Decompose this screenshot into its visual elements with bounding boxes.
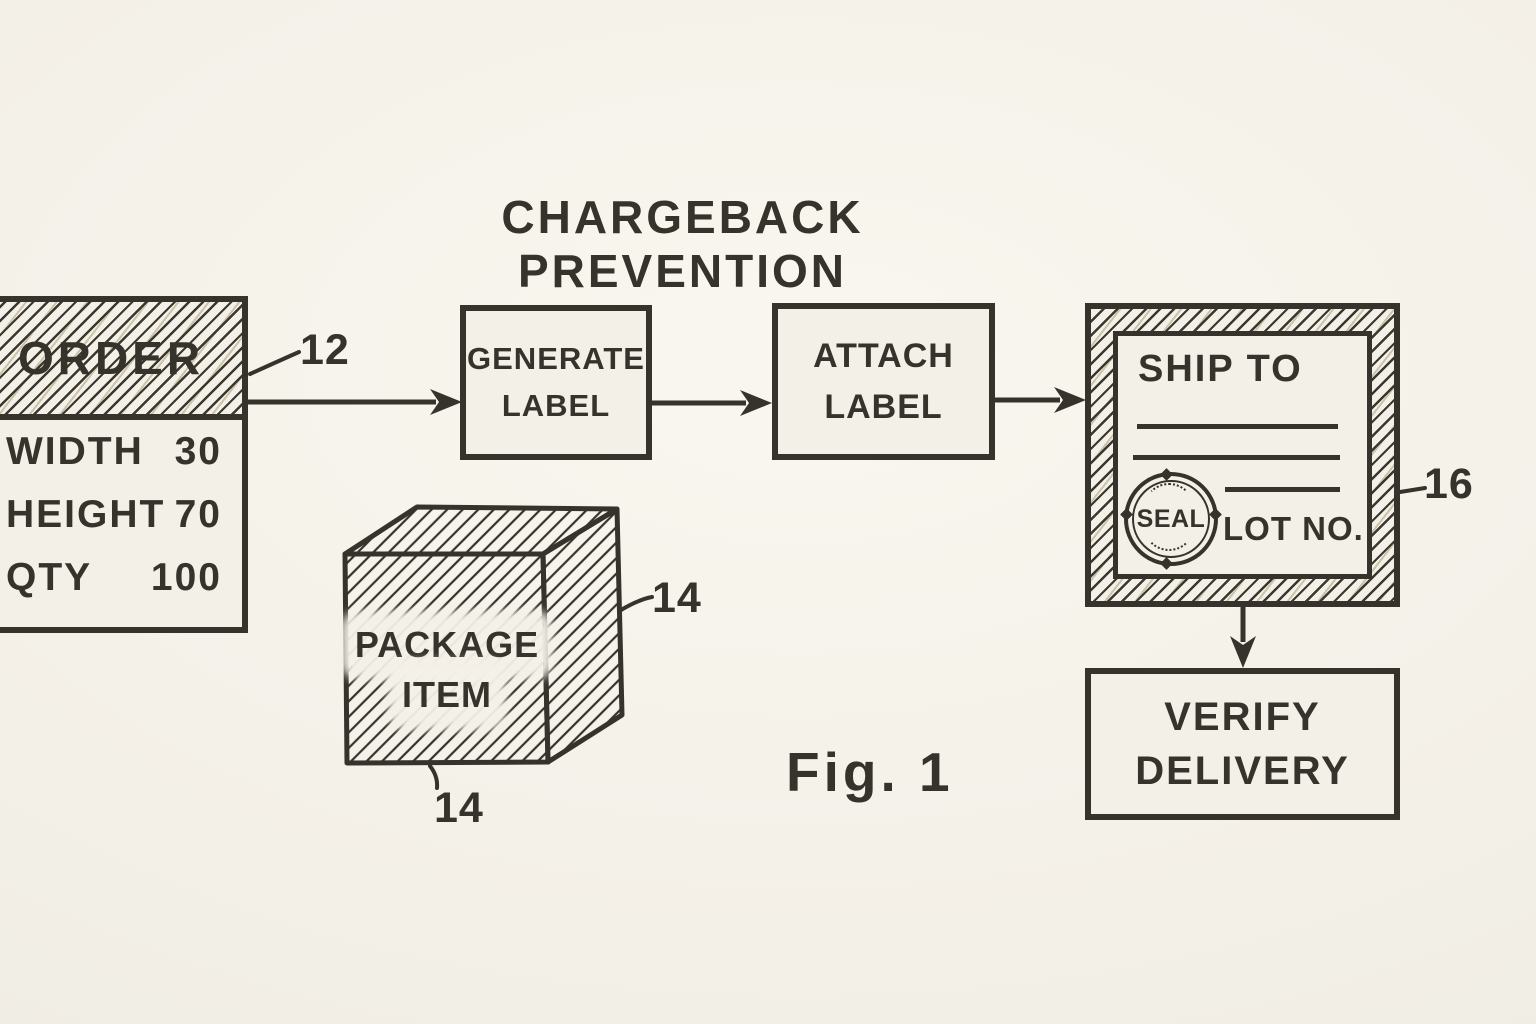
order-box-header: ORDER xyxy=(0,302,242,420)
attach-label-line2: LABEL xyxy=(824,387,943,426)
seal-point-south xyxy=(1160,557,1173,570)
seal-point-west xyxy=(1120,508,1133,521)
order-row-value: 100 xyxy=(150,556,222,599)
arrow-attach-to-label xyxy=(995,387,1086,413)
package-item-label: PACKAGE ITEM xyxy=(345,620,549,721)
order-box-title: ORDER xyxy=(17,332,205,384)
generate-label-line2: LABEL xyxy=(501,387,611,423)
leader-ref-14-top xyxy=(619,595,654,612)
order-row-qty: QTY 100 xyxy=(6,556,222,619)
order-row-width: WIDTH 30 xyxy=(6,430,222,493)
arrow-generate-to-attach xyxy=(652,390,772,416)
ref-numeral-12: 12 xyxy=(300,326,350,374)
cube-top-face xyxy=(342,504,620,557)
order-box-rows: WIDTH 30 HEIGHT 70 QTY 100 xyxy=(0,420,242,619)
verify-delivery-box: VERIFY DELIVERY xyxy=(1085,668,1400,820)
verify-line2: DELIVERY xyxy=(1135,749,1350,793)
cube-right-face xyxy=(540,506,625,765)
arrow-order-to-generate xyxy=(248,389,462,415)
seal-arc-text-bottom xyxy=(1143,499,1195,551)
order-row-label: WIDTH xyxy=(6,430,144,473)
order-row-label: QTY xyxy=(6,556,93,599)
address-line-1 xyxy=(1137,424,1338,429)
package-line2: ITEM xyxy=(397,670,497,721)
seal-arc-text-top xyxy=(1143,483,1195,535)
seal-stamp: SEAL xyxy=(1120,468,1222,570)
leader-ref-12 xyxy=(248,350,301,376)
seal-point-north xyxy=(1160,468,1173,481)
attach-label-line1: ATTACH xyxy=(813,336,954,375)
order-row-value: 30 xyxy=(174,430,222,473)
shipping-label-inner: SHIP TO SEAL LOT NO. xyxy=(1113,331,1372,579)
ref-numeral-14-top: 14 xyxy=(652,574,702,622)
address-line-3 xyxy=(1225,487,1340,492)
leader-ref-16 xyxy=(1398,486,1427,494)
ref-numeral-16: 16 xyxy=(1424,460,1474,508)
generate-label-box: GENERATE LABEL xyxy=(460,305,652,460)
address-line-2 xyxy=(1133,455,1340,460)
attach-label-box: ATTACH LABEL xyxy=(772,303,995,460)
verify-line1: VERIFY xyxy=(1164,695,1321,739)
ref-numeral-14-bottom: 14 xyxy=(434,784,484,832)
figure-caption: Fig. 1 xyxy=(786,741,954,803)
order-row-label: HEIGHT xyxy=(6,493,166,536)
package-line1: PACKAGE xyxy=(349,620,545,671)
seal-point-east xyxy=(1209,508,1222,521)
order-box: ORDER WIDTH 30 HEIGHT 70 QTY 100 xyxy=(0,296,248,633)
seal-label: SEAL xyxy=(1136,504,1206,533)
lot-no-label: LOT NO. xyxy=(1223,510,1364,547)
shipping-label-box: SHIP TO SEAL LOT NO. xyxy=(1085,303,1400,607)
order-row-height: HEIGHT 70 xyxy=(6,493,222,556)
diagram-title: CHARGEBACK PREVENTION xyxy=(501,191,864,297)
order-row-value: 70 xyxy=(174,493,222,536)
generate-label-line1: GENERATE xyxy=(467,341,645,376)
arrow-label-to-verify xyxy=(1230,607,1256,668)
ship-to-heading: SHIP TO xyxy=(1138,348,1303,390)
